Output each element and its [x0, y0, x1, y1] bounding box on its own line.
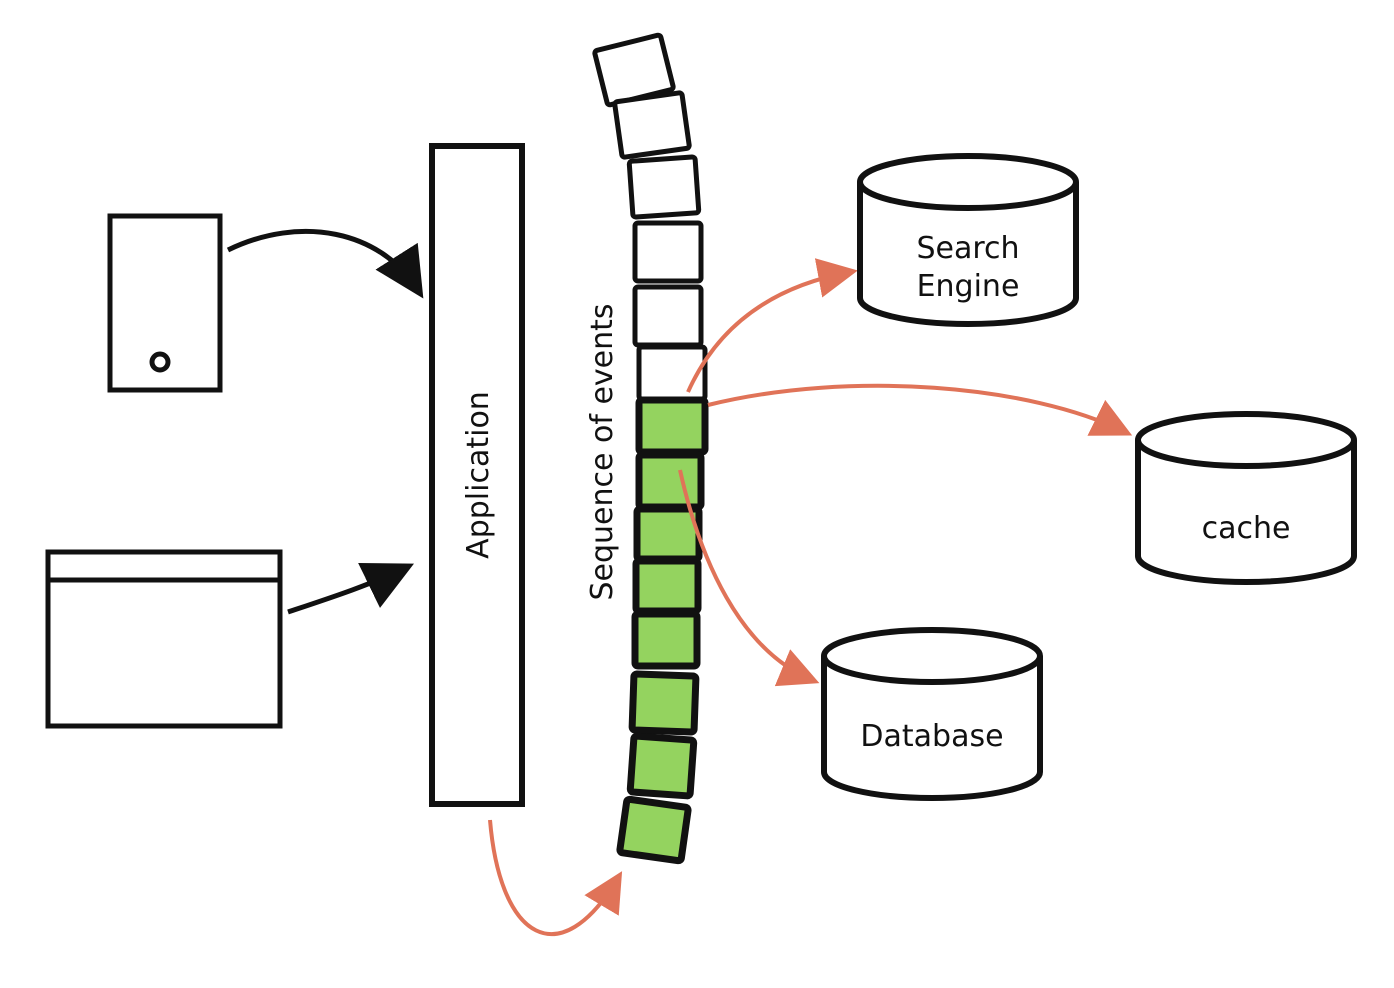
event-cell-processed [628, 670, 700, 736]
mobile-to-application-arrow [226, 228, 424, 299]
events-to-database-arrow [678, 469, 820, 687]
event-cell-pending [626, 154, 702, 220]
sequence-of-events-label: Sequence of events [585, 303, 620, 600]
event-cell-pending [612, 90, 692, 160]
application-box: Application [429, 143, 525, 807]
search-engine-datastore: Search Engine [857, 153, 1079, 327]
database-label: Database [860, 719, 1003, 754]
application-label: Application [461, 391, 496, 559]
event-cell-processed [626, 732, 698, 800]
event-cell-processed [631, 610, 701, 670]
event-log [592, 32, 709, 865]
event-cell-pending [632, 284, 704, 348]
application-to-events-arrow [488, 819, 623, 937]
event-cell-pending [632, 220, 704, 284]
mobile-device-icon [107, 213, 223, 393]
event-cell-processed [632, 557, 702, 615]
event-cell-processed [635, 396, 709, 456]
search-engine-label-line2: Engine [917, 269, 1020, 304]
events-to-search-engine-arrow [686, 258, 858, 393]
search-engine-label-line1: Search [916, 231, 1019, 266]
event-cell-pending [636, 344, 708, 402]
cache-label: cache [1202, 511, 1291, 546]
event-cell-processed [616, 795, 692, 865]
cache-datastore: cache [1135, 411, 1357, 585]
database-datastore: Database [821, 627, 1043, 801]
event-cell-processed [633, 505, 703, 563]
events-to-cache-arrow [707, 383, 1133, 436]
browser-window-icon [45, 549, 283, 729]
event-cell-processed [635, 451, 705, 511]
browser-to-application-arrow [287, 562, 414, 615]
